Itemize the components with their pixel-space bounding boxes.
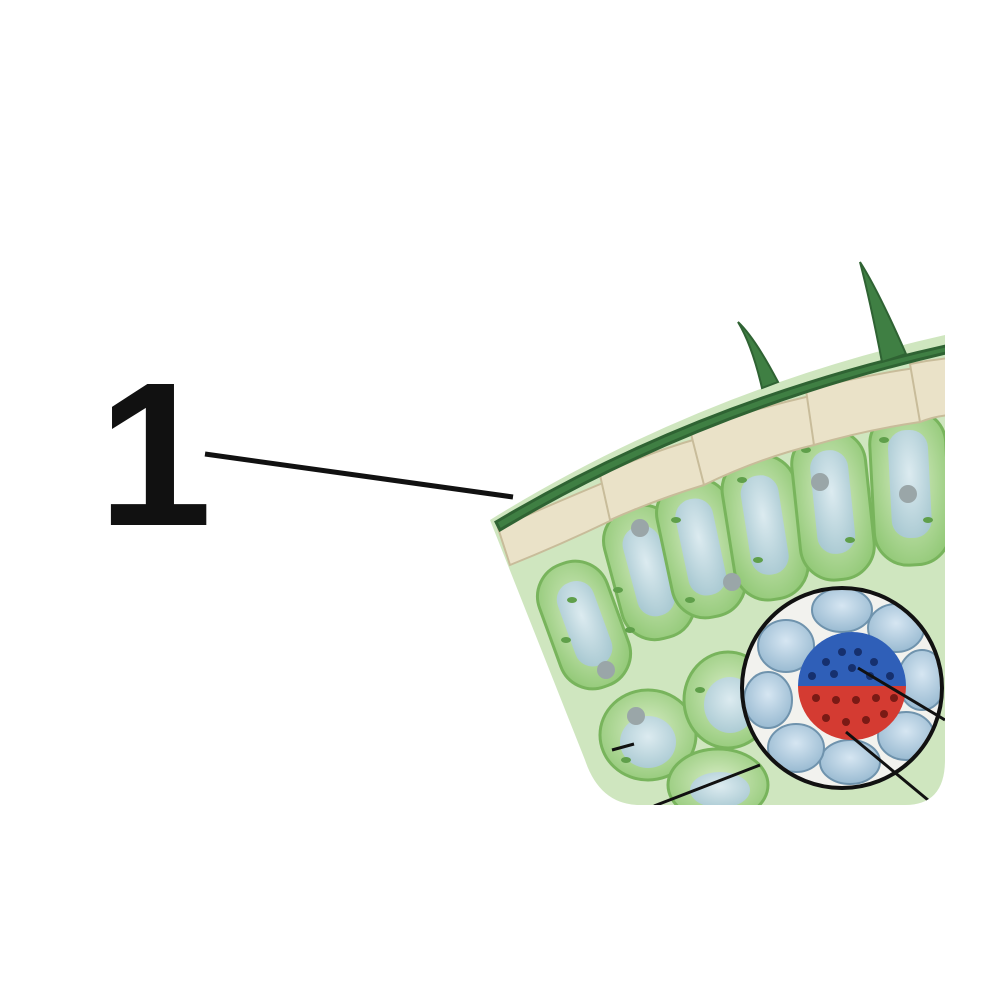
xylem-vessel bbox=[854, 648, 862, 656]
xylem-vessel bbox=[838, 648, 846, 656]
chloroplast bbox=[879, 437, 889, 443]
phloem-tube bbox=[890, 694, 898, 702]
leader-line-label-1 bbox=[204, 451, 514, 500]
vein-callout-circle bbox=[740, 586, 944, 790]
xylem-vessel bbox=[822, 658, 830, 666]
bundle-sheath-cell bbox=[819, 739, 881, 785]
chloroplast bbox=[753, 557, 763, 563]
phloem-tube bbox=[822, 714, 830, 722]
chloroplast bbox=[845, 537, 855, 543]
cuticle bbox=[494, 343, 945, 533]
nucleus bbox=[811, 473, 829, 491]
phloem-tube bbox=[852, 696, 860, 704]
phloem-tube bbox=[862, 716, 870, 724]
phloem-tubes bbox=[812, 694, 898, 726]
xylem-vessel bbox=[848, 664, 856, 672]
chloroplast bbox=[695, 687, 705, 693]
phloem-tube bbox=[872, 694, 880, 702]
trichomes bbox=[737, 261, 908, 390]
nucleus bbox=[597, 661, 615, 679]
xylem-vessel bbox=[886, 672, 894, 680]
nucleus bbox=[627, 707, 645, 725]
nucleus bbox=[723, 573, 741, 591]
vacuole bbox=[690, 772, 750, 805]
bundle-sheath-cell bbox=[767, 723, 825, 773]
chloroplast bbox=[613, 587, 623, 593]
vacuole bbox=[675, 498, 727, 596]
nucleus bbox=[899, 485, 917, 503]
xylem-vessel bbox=[808, 672, 816, 680]
phloem-tube bbox=[880, 710, 888, 718]
epidermal-cell bbox=[908, 356, 945, 424]
leader-line-lower bbox=[611, 742, 635, 752]
bundle-sheath bbox=[744, 590, 940, 785]
phloem-tube bbox=[812, 694, 820, 702]
bundle-sheath-cell bbox=[744, 671, 793, 729]
vacuole bbox=[740, 475, 789, 575]
vacuole bbox=[887, 429, 932, 539]
leader-line-phloem bbox=[845, 730, 929, 802]
leader-lines-inner bbox=[611, 666, 945, 805]
label-number-1: 1 bbox=[98, 340, 213, 569]
chloroplast bbox=[923, 517, 933, 523]
xylem-vessel bbox=[830, 670, 838, 678]
upper-epidermis bbox=[496, 356, 945, 567]
chloroplast bbox=[671, 517, 681, 523]
vascular-bundle bbox=[740, 586, 944, 790]
bundle-sheath-cell bbox=[757, 619, 815, 673]
chloroplast bbox=[737, 477, 747, 483]
xylem-vessel bbox=[870, 658, 878, 666]
phloem-tube bbox=[832, 696, 840, 704]
bundle-sheath-cell bbox=[811, 590, 873, 633]
chloroplast bbox=[621, 757, 631, 763]
vacuole bbox=[620, 716, 676, 768]
chloroplast bbox=[567, 597, 577, 603]
chloroplast bbox=[625, 627, 635, 633]
trichome bbox=[859, 261, 908, 364]
chloroplasts bbox=[561, 437, 933, 763]
leader-line-xylem bbox=[857, 666, 945, 722]
leader-line-spongy bbox=[653, 763, 761, 805]
chloroplast bbox=[685, 597, 695, 603]
phloem-tube bbox=[842, 718, 850, 726]
nucleus bbox=[631, 519, 649, 537]
trichome bbox=[737, 321, 780, 390]
chloroplast bbox=[561, 637, 571, 643]
xylem-vessels bbox=[808, 648, 894, 680]
xylem bbox=[798, 632, 906, 686]
